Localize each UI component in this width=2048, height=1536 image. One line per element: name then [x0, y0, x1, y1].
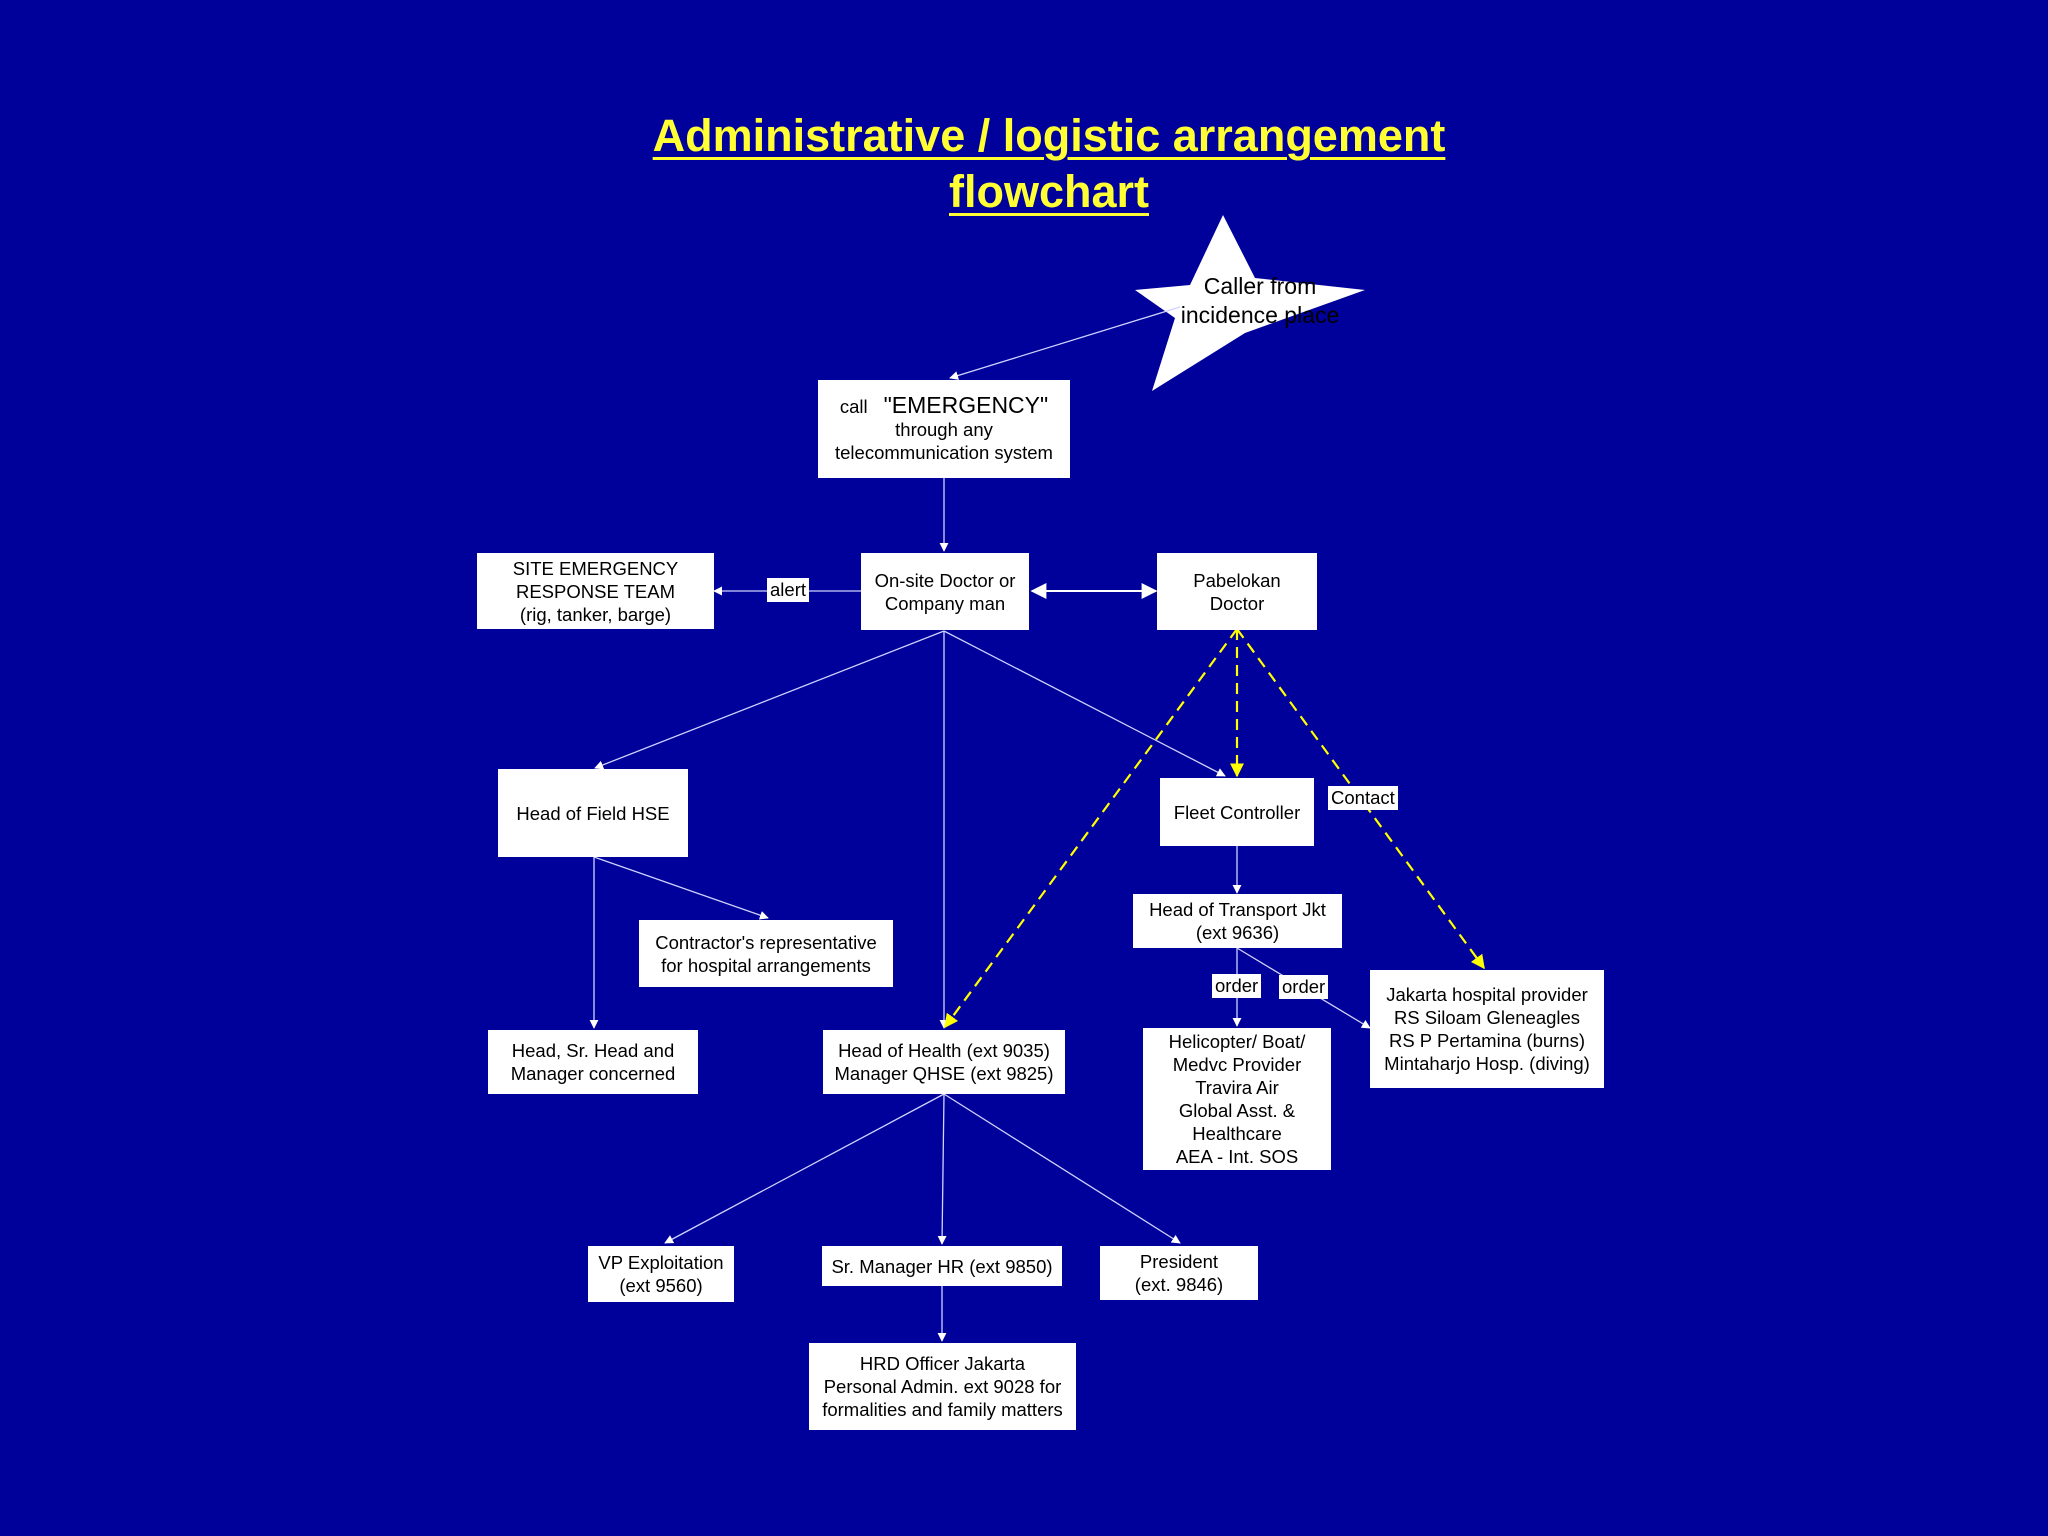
- connector-health-hr: [937, 1093, 947, 1245]
- hrd-officer-box: HRD Officer Jakarta Personal Admin. ext …: [809, 1343, 1076, 1430]
- emergency-call-word: call: [839, 396, 868, 417]
- jakarta-hospital-box: Jakarta hospital provider RS Siloam Glen…: [1370, 970, 1604, 1088]
- onsite-line-1: On-site Doctor or: [874, 569, 1016, 591]
- emergency-call-box: call "EMERGENCY" through any telecommuni…: [818, 380, 1070, 478]
- head-health-line-1: Head of Health (ext 9035): [838, 1040, 1050, 1061]
- hospital-line-4: Mintaharjo Hosp. (diving): [1384, 1053, 1590, 1074]
- vp-line-2: (ext 9560): [619, 1275, 703, 1296]
- vp-exploitation-box: VP Exploitation (ext 9560): [588, 1246, 734, 1302]
- title-line-2: flowchart: [948, 166, 1150, 217]
- hrd-line-2: Personal Admin. ext 9028 for: [823, 1376, 1062, 1397]
- helicopter-line-3: Travira Air: [1195, 1077, 1279, 1098]
- helicopter-line-2: Medvc Provider: [1172, 1054, 1302, 1075]
- connector-caller-emergency: [949, 306, 1181, 380]
- pabelokan-line-1: Pabelokan: [1193, 569, 1281, 591]
- sr-manager-hr-box: Sr. Manager HR (ext 9850): [822, 1246, 1062, 1286]
- hospital-line-1: Jakarta hospital provider: [1386, 984, 1588, 1005]
- fleet-controller-box: Fleet Controller: [1160, 778, 1314, 846]
- site-team-line-1: SITE EMERGENCY: [512, 557, 679, 579]
- connector-onsite-hse: [594, 630, 945, 770]
- edge-label-alert: alert: [767, 578, 809, 602]
- president-line-1: President: [1139, 1251, 1219, 1272]
- connector-hse-contractor: [593, 856, 769, 920]
- dashed-pabelokan-health: [944, 628, 1238, 1029]
- caller-text: Caller from incidence place: [1160, 272, 1360, 330]
- title-line-1: Administrative / logistic arrangement: [652, 110, 1446, 161]
- pabelokan-line-2: Doctor: [1209, 592, 1265, 614]
- edge-label-contact: Contact: [1328, 786, 1398, 810]
- pabelokan-doctor-box: Pabelokan Doctor: [1157, 553, 1317, 630]
- head-health-box: Head of Health (ext 9035) Manager QHSE (…: [823, 1030, 1065, 1094]
- contractor-line-2: for hospital arrangements: [661, 954, 871, 976]
- head-field-hse-box: Head of Field HSE: [498, 769, 688, 857]
- hospital-line-3: RS P Pertamina (burns): [1388, 1030, 1586, 1051]
- edge-label-order-1: order: [1212, 974, 1262, 998]
- president-line-2: (ext. 9846): [1134, 1274, 1224, 1295]
- dashed-pabelokan-hospital: [1236, 628, 1485, 970]
- head-transport-box: Head of Transport Jkt (ext 9636): [1133, 894, 1342, 948]
- helicopter-line-1: Helicopter/ Boat/: [1168, 1031, 1306, 1052]
- emergency-line-2: through any: [895, 419, 993, 440]
- hrd-line-3: formalities and family matters: [822, 1399, 1063, 1420]
- site-emergency-team-box: SITE EMERGENCY RESPONSE TEAM (rig, tanke…: [477, 553, 714, 629]
- transport-line-1: Head of Transport Jkt: [1149, 899, 1326, 920]
- site-team-line-2: RESPONSE TEAM: [515, 580, 675, 602]
- head-health-line-2: Manager QHSE (ext 9825): [834, 1063, 1054, 1084]
- helicopter-line-4: Global Asst. &: [1178, 1100, 1296, 1121]
- caller-line-1: Caller from: [1203, 273, 1317, 299]
- connector-onsite-fleet: [943, 630, 1226, 777]
- connector-health-president: [943, 1093, 1181, 1244]
- emergency-word: "EMERGENCY": [883, 392, 1049, 418]
- caller-star-shape: [1135, 215, 1365, 391]
- hospital-line-2: RS Siloam Gleneagles: [1393, 1007, 1581, 1028]
- helicopter-line-5: Healthcare: [1192, 1123, 1282, 1144]
- edge-label-order-2: order: [1279, 975, 1329, 999]
- head-manager-line-1: Head, Sr. Head and: [511, 1040, 675, 1061]
- emergency-line-3: telecommunication system: [835, 442, 1053, 463]
- fleet-controller-label: Fleet Controller: [1173, 801, 1301, 823]
- hrd-line-1: HRD Officer Jakarta: [859, 1353, 1026, 1374]
- contractor-rep-box: Contractor's representative for hospital…: [639, 920, 893, 987]
- sr-manager-hr-label: Sr. Manager HR (ext 9850): [831, 1255, 1053, 1277]
- transport-line-2: (ext 9636): [1195, 922, 1280, 943]
- head-manager-box: Head, Sr. Head and Manager concerned: [488, 1030, 698, 1094]
- emergency-top-line: call "EMERGENCY": [840, 394, 1048, 418]
- onsite-doctor-box: On-site Doctor or Company man: [861, 553, 1029, 630]
- connector-health-vp: [664, 1093, 945, 1244]
- contractor-line-1: Contractor's representative: [655, 931, 877, 953]
- site-team-line-3: (rig, tanker, barge): [519, 603, 672, 625]
- head-field-hse-label: Head of Field HSE: [516, 802, 670, 824]
- caller-line-2: incidence place: [1180, 302, 1340, 328]
- onsite-line-2: Company man: [884, 592, 1006, 614]
- helicopter-provider-box: Helicopter/ Boat/ Medvc Provider Travira…: [1143, 1028, 1331, 1170]
- helicopter-line-6: AEA - Int. SOS: [1175, 1146, 1299, 1167]
- head-manager-line-2: Manager concerned: [510, 1063, 676, 1084]
- page-title: Administrative / logistic arrangement fl…: [0, 108, 2048, 220]
- vp-line-1: VP Exploitation: [598, 1252, 724, 1273]
- president-box: President (ext. 9846): [1100, 1246, 1258, 1300]
